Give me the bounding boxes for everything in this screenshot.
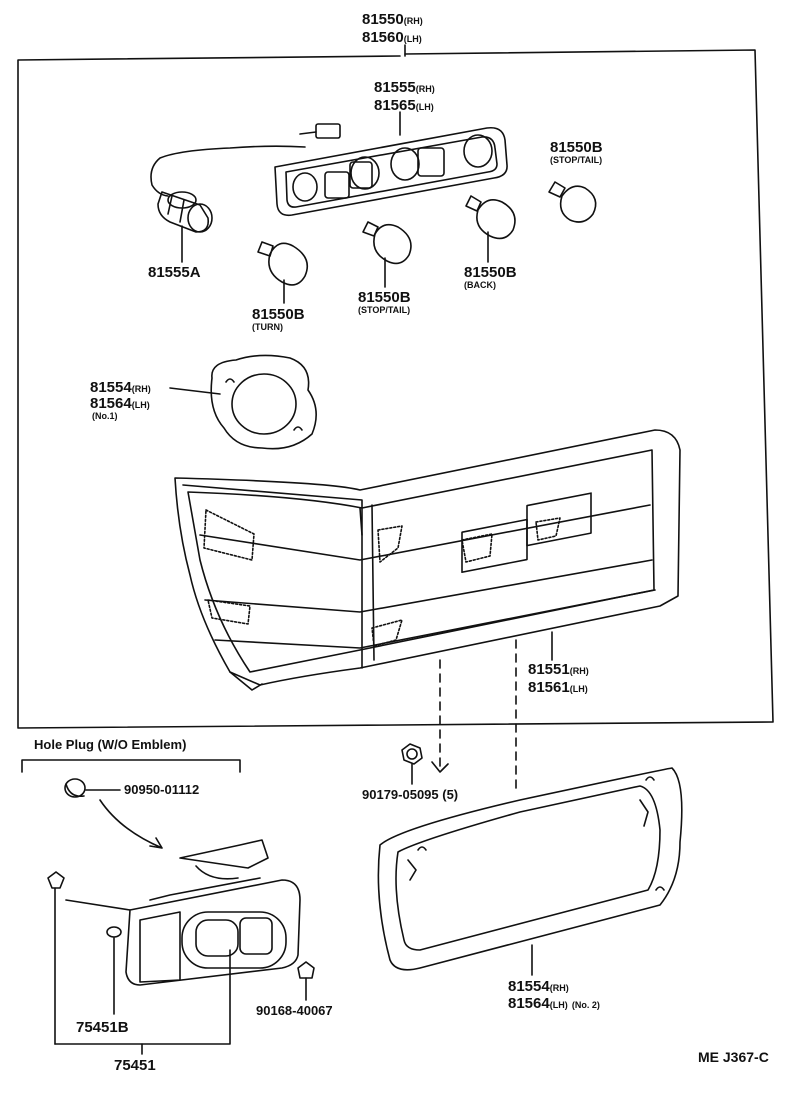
- bulb-back: [465, 195, 516, 240]
- gasket1-rh-number: 81554: [90, 379, 132, 396]
- socket-wire-plate: [150, 123, 508, 217]
- lens-body: [174, 429, 681, 691]
- gasket2-lh-number: 81564: [508, 995, 550, 1012]
- assy-lh-side: (LH): [403, 34, 422, 44]
- lens-lh-side: (LH): [569, 684, 588, 694]
- license-lamp: [65, 839, 301, 986]
- label-assy-rh: 81550(RH): [362, 12, 423, 27]
- socket-lh-side: (LH): [415, 102, 434, 112]
- note-bulb-turn: (TURN): [252, 322, 283, 332]
- note-gasket1-no: (No.1): [92, 411, 118, 421]
- hole-plug-title: Hole Plug (W/O Emblem): [34, 737, 187, 752]
- gasket1-rh-side: (RH): [131, 384, 151, 394]
- label-lens-lh: 81561(LH): [528, 680, 588, 695]
- bottom-screw: [297, 961, 315, 979]
- assy-rh-side: (RH): [403, 16, 423, 26]
- socket-rh-side: (RH): [415, 84, 435, 94]
- side-screw: [47, 871, 65, 889]
- label-socket-lh: 81565(LH): [374, 98, 434, 113]
- diagram-code: ME J367-C: [698, 1049, 769, 1065]
- bulb-stop-tail-right: [548, 181, 597, 223]
- label-gasket2-lh: 81564(LH) (No. 2): [508, 996, 600, 1011]
- bulb-stop-tail-mid: [362, 221, 412, 265]
- label-nut: 90179-05095 (5): [362, 787, 459, 802]
- label-bulb-stoptail-right: 81550B: [550, 139, 603, 156]
- note-bulb-stoptail-mid: (STOP/TAIL): [358, 305, 411, 315]
- label-socket-single: 81555A: [148, 264, 201, 281]
- gasket2-rh-number: 81554: [508, 978, 550, 995]
- label-lamp-bulb: 75451B: [76, 1019, 129, 1036]
- gasket2-lh-side: (LH): [549, 1000, 568, 1010]
- label-gasket2-rh: 81554(RH): [508, 979, 569, 994]
- label-socket-rh: 81555(RH): [374, 80, 435, 95]
- label-lamp-assy: 75451: [114, 1057, 156, 1074]
- assy-lh-number: 81560: [362, 29, 404, 46]
- lens-rh-number: 81551: [528, 661, 570, 678]
- assy-rh-number: 81550: [362, 11, 404, 28]
- hole-plug-bracket: [21, 759, 241, 773]
- assembly-frame: [17, 49, 774, 729]
- label-hole-plug: 90950-01112: [124, 782, 200, 797]
- gasket1-lh-side: (LH): [131, 400, 150, 410]
- label-screw: 90168-40067: [256, 1003, 333, 1018]
- hole-plug: [64, 778, 86, 798]
- single-socket: [157, 191, 213, 233]
- gasket-no2: [377, 767, 683, 971]
- nut: [401, 743, 423, 765]
- gasket2-no: (No. 2): [571, 1000, 600, 1010]
- lamp-assy-bracket: [54, 949, 231, 1045]
- label-gasket1-lh: 81564(LH): [90, 396, 150, 411]
- label-lens-rh: 81551(RH): [528, 662, 589, 677]
- socket-rh-number: 81555: [374, 79, 416, 96]
- label-assy-lh: 81560(LH): [362, 30, 422, 45]
- lens-rh-side: (RH): [569, 666, 589, 676]
- label-gasket1-rh: 81554(RH): [90, 380, 151, 395]
- gasket-no1: [210, 354, 317, 450]
- label-bulb-stoptail-mid: 81550B: [358, 289, 411, 306]
- gasket1-leader: [169, 387, 221, 395]
- label-bulb-back: 81550B: [464, 264, 517, 281]
- note-bulb-back: (BACK): [464, 280, 496, 290]
- gasket1-lh-number: 81564: [90, 395, 132, 412]
- socket-lh-number: 81565: [374, 97, 416, 114]
- note-bulb-stoptail-right: (STOP/TAIL): [550, 155, 603, 165]
- plug-arrow: [99, 799, 163, 849]
- gasket2-rh-side: (RH): [549, 983, 569, 993]
- lens-lh-number: 81561: [528, 679, 570, 696]
- bulb-turn: [257, 241, 309, 286]
- label-bulb-turn: 81550B: [252, 306, 305, 323]
- align-arrow: [431, 761, 449, 773]
